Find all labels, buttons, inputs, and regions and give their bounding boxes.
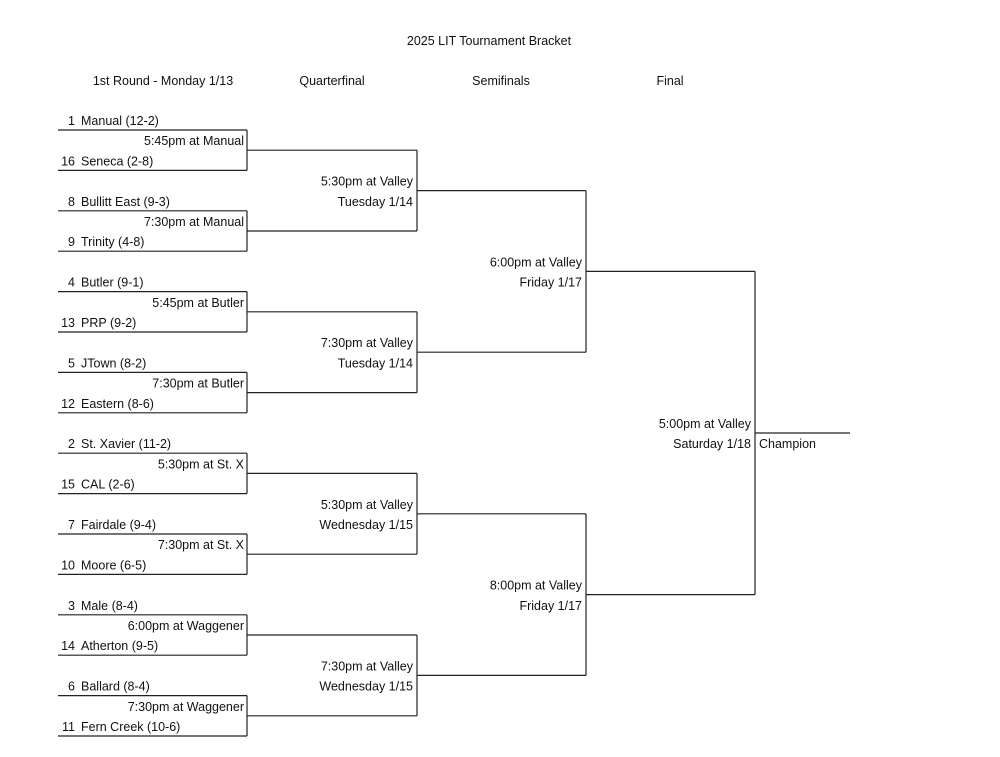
game-time: 8:00pm at Valley (490, 579, 583, 593)
seed-number: 9 (68, 235, 75, 249)
seed-number: 14 (61, 639, 75, 653)
game-time: 7:30pm at Waggener (128, 700, 244, 714)
game-time: 6:00pm at Valley (490, 255, 583, 269)
seed-number: 8 (68, 195, 75, 209)
round-header-quarterfinal: Quarterfinal (299, 74, 364, 88)
team-name: JTown (8-2) (81, 356, 146, 370)
game-date: Saturday 1/18 (673, 437, 751, 451)
seed-number: 16 (61, 154, 75, 168)
seed-number: 13 (61, 316, 75, 330)
seed-number: 1 (68, 114, 75, 128)
seed-number: 11 (62, 720, 75, 734)
seed-number: 12 (61, 397, 75, 411)
round-header-final: Final (656, 74, 683, 88)
game-date: Wednesday 1/15 (319, 518, 413, 532)
seed-number: 3 (68, 599, 75, 613)
team-name: CAL (2-6) (81, 478, 135, 492)
team-name: Male (8-4) (81, 599, 138, 613)
team-name: Atherton (9-5) (81, 639, 158, 653)
team-name: St. Xavier (11-2) (81, 437, 171, 451)
team-name: Fern Creek (10-6) (81, 720, 180, 734)
game-date: Friday 1/17 (519, 276, 582, 290)
game-time: 5:30pm at Valley (321, 175, 414, 189)
game-date: Tuesday 1/14 (338, 195, 413, 209)
seed-number: 6 (68, 680, 75, 694)
game-time: 7:30pm at Valley (321, 659, 414, 673)
round-header-first-round: 1st Round - Monday 1/13 (93, 74, 233, 88)
seed-number: 15 (61, 478, 75, 492)
seed-number: 4 (68, 276, 75, 290)
team-name: Butler (9-1) (81, 276, 144, 290)
team-name: Trinity (4-8) (81, 235, 144, 249)
team-name: Seneca (2-8) (81, 154, 153, 168)
game-time: 7:30pm at Valley (321, 336, 414, 350)
team-name: Manual (12-2) (81, 114, 159, 128)
team-name: PRP (9-2) (81, 316, 136, 330)
game-time: 5:30pm at St. X (158, 457, 245, 471)
seed-number: 5 (68, 356, 75, 370)
team-name: Fairdale (9-4) (81, 518, 156, 532)
seed-number: 2 (68, 437, 75, 451)
team-name: Bullitt East (9-3) (81, 195, 170, 209)
bracket-title: 2025 LIT Tournament Bracket (407, 34, 572, 48)
team-name: Moore (6-5) (81, 558, 146, 572)
champion-label: Champion (759, 437, 816, 451)
game-date: Wednesday 1/15 (319, 680, 413, 694)
game-time: 6:00pm at Waggener (128, 619, 244, 633)
game-time: 7:30pm at Manual (144, 215, 244, 229)
game-time: 7:30pm at Butler (152, 377, 244, 391)
game-time: 5:30pm at Valley (321, 498, 414, 512)
game-date: Friday 1/17 (519, 599, 582, 613)
round-header-semifinals: Semifinals (472, 74, 530, 88)
game-date: Tuesday 1/14 (338, 356, 413, 370)
bracket-lines (58, 129, 850, 737)
game-time: 7:30pm at St. X (158, 538, 245, 552)
seed-number: 10 (61, 558, 75, 572)
game-time: 5:45pm at Butler (152, 296, 244, 310)
team-name: Eastern (8-6) (81, 397, 154, 411)
bracket-labels: 1 Manual (12-2) 5:45pm at Manual 16 Seneca (… (61, 114, 816, 734)
game-time: 5:00pm at Valley (659, 417, 752, 431)
game-time: 5:45pm at Manual (144, 134, 244, 148)
seed-number: 7 (68, 518, 75, 532)
team-name: Ballard (8-4) (81, 680, 150, 694)
